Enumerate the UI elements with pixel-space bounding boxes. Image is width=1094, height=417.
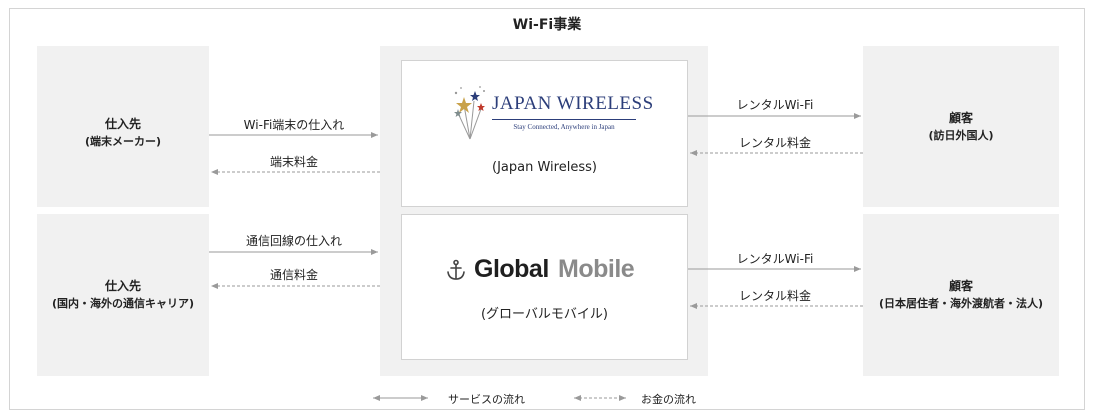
japan-wireless-logo: JAPAN WIRELESS Stay Connected, Anywhere … — [450, 83, 653, 141]
japan-wireless-caption: (Japan Wireless) — [492, 160, 597, 175]
legend-service-label: サービスの流れ — [448, 393, 525, 406]
label-device-purchase: Wi-Fi端末の仕入れ — [243, 118, 345, 132]
label-rental-wifi-top: レンタルWi-Fi — [736, 98, 814, 112]
japan-wireless-card: JAPAN WIRELESS Stay Connected, Anywhere … — [401, 60, 688, 207]
supplier-carrier-box: 仕入先 (国内・海外の通信キャリア) — [37, 214, 209, 376]
logo-underline — [492, 119, 636, 120]
label-comm-fee: 通信料金 — [269, 268, 318, 282]
customer-foreign-visitors-box: 顧客 (訪日外国人) — [863, 46, 1059, 207]
global-mobile-word-global: Global — [474, 255, 549, 283]
center-panel: JAPAN WIRELESS Stay Connected, Anywhere … — [380, 46, 708, 376]
label-rental-fee-top: レンタル料金 — [738, 136, 811, 150]
label-device-fee: 端末料金 — [269, 155, 318, 169]
customer-title: 顧客 — [948, 279, 973, 293]
supplier-device-maker-box: 仕入先 (端末メーカー) — [37, 46, 209, 207]
supplier-subtitle: (国内・海外の通信キャリア) — [51, 297, 195, 310]
japan-wireless-tagline: Stay Connected, Anywhere in Japan — [513, 123, 615, 131]
global-mobile-word-mobile: Mobile — [558, 255, 635, 283]
star-burst-icon — [454, 86, 485, 140]
customer-residents-box: 顧客 (日本居住者・海外渡航者・法人) — [863, 214, 1059, 376]
legend-money-label: お金の流れ — [641, 393, 696, 406]
global-mobile-card: Global Mobile (グローバルモバイル) — [401, 214, 688, 360]
label-rental-fee-bottom: レンタル料金 — [738, 289, 811, 303]
customer-subtitle: (訪日外国人) — [928, 129, 994, 142]
customer-title: 顧客 — [948, 111, 973, 125]
supplier-title: 仕入先 — [104, 117, 141, 131]
japan-wireless-logo-text: JAPAN WIRELESS — [492, 93, 654, 114]
supplier-title: 仕入先 — [104, 279, 141, 293]
global-mobile-logo: Global Mobile — [446, 255, 656, 285]
page-title: Wi-Fi事業 — [512, 17, 582, 33]
label-line-purchase: 通信回線の仕入れ — [245, 234, 342, 248]
global-mobile-caption: (グローバルモバイル) — [480, 307, 608, 322]
anchor-icon — [447, 259, 465, 280]
label-rental-wifi-bottom: レンタルWi-Fi — [736, 252, 814, 266]
supplier-subtitle: (端末メーカー) — [84, 135, 162, 148]
customer-subtitle: (日本居住者・海外渡航者・法人) — [878, 297, 1044, 310]
